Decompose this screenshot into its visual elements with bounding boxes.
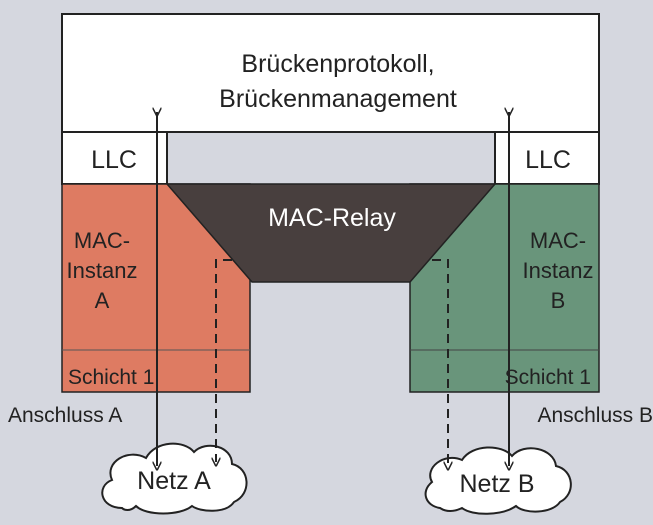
mac-a-line2: Instanz bbox=[67, 258, 138, 283]
net-a-cloud bbox=[101, 442, 248, 515]
mac-b-line1: MAC- bbox=[530, 228, 586, 253]
arrow-relay-a bbox=[216, 259, 232, 462]
net-b-label: Netz B bbox=[459, 470, 534, 498]
port-b-label: Anschluss B bbox=[537, 404, 653, 427]
mac-relay-label: MAC-Relay bbox=[268, 204, 396, 232]
mac-a-line3: A bbox=[95, 288, 110, 313]
arrow-relay-b bbox=[432, 259, 448, 466]
schicht-right-label: Schicht 1 bbox=[505, 366, 591, 389]
net-a-label: Netz A bbox=[137, 467, 211, 495]
llc-left-label: LLC bbox=[91, 146, 137, 174]
port-a-label: Anschluss A bbox=[8, 404, 122, 427]
schicht-left-label: Schicht 1 bbox=[68, 366, 154, 389]
mac-relay-shape bbox=[165, 183, 497, 283]
mac-b-line2: Instanz bbox=[523, 258, 594, 283]
llc-right-label: LLC bbox=[525, 146, 571, 174]
mac-a-line1: MAC- bbox=[74, 228, 130, 253]
net-b-cloud bbox=[424, 446, 572, 515]
llc-left-box bbox=[61, 131, 168, 185]
mac-b-line3: B bbox=[551, 288, 566, 313]
top-box-line1: Brückenprotokoll, bbox=[241, 50, 434, 78]
top-box-line2: Brückenmanagement bbox=[219, 85, 457, 113]
